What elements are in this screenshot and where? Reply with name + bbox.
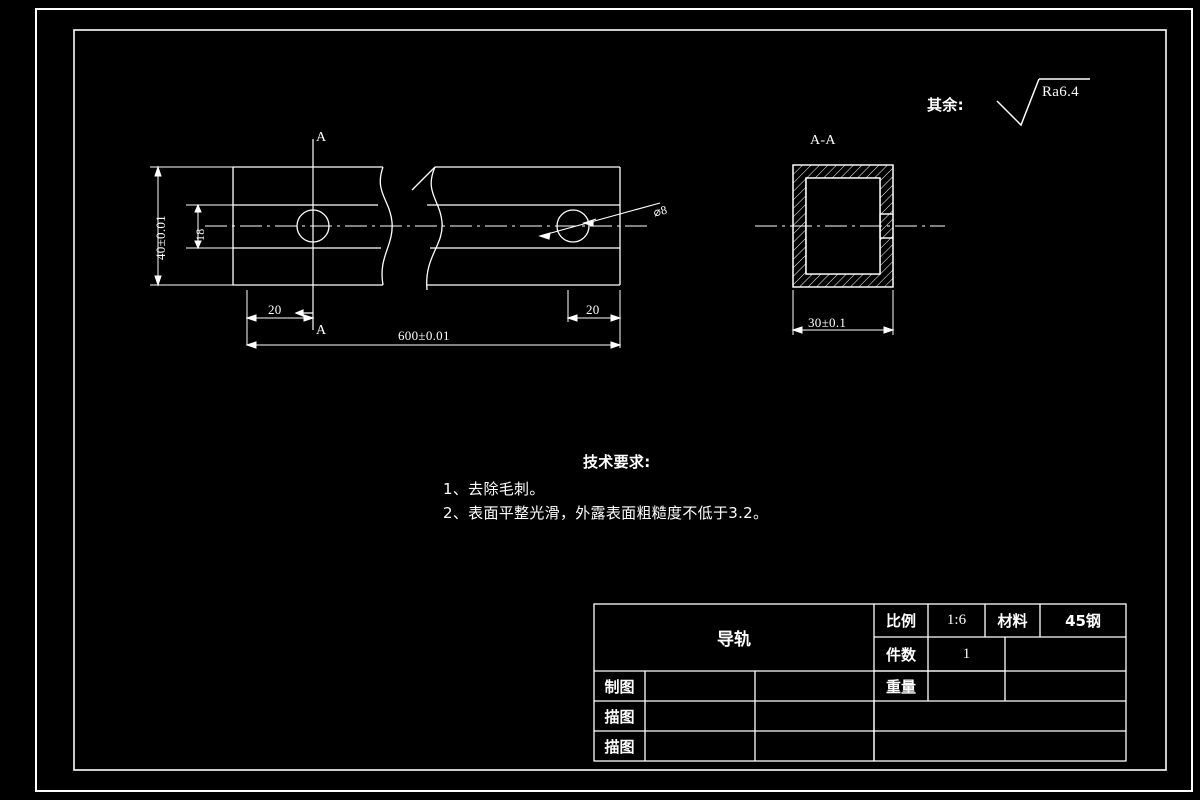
- title-block-scale-value: 1:6: [946, 612, 967, 628]
- dim-section-width-label: 30±0.1: [808, 315, 847, 330]
- dim-right-offset: [566, 290, 622, 322]
- section-hatching: [793, 165, 893, 287]
- main-view-top-chamfer: [411, 166, 436, 191]
- dim-right-offset-label: 20: [586, 302, 600, 317]
- title-block-scale-label: 比例: [885, 612, 916, 630]
- section-arrow-bottom: [294, 309, 313, 317]
- title-block-row-value-1: [645, 701, 755, 731]
- title-block-row-label-0: 制图: [604, 677, 635, 696]
- title-block-row-value-2: [645, 731, 755, 761]
- dim-section-width: [791, 290, 895, 335]
- roughness-prefix-label: 其余:: [927, 96, 964, 114]
- hole-diameter-callout: ⌀8: [651, 202, 669, 220]
- hole-right: [556, 209, 590, 243]
- dim-total-length: [245, 290, 622, 349]
- title-block-part-name: 导轨: [717, 630, 751, 650]
- sheet-border-outer: [35, 8, 1193, 792]
- section-view-label: A-A: [810, 133, 836, 148]
- title-block-weight-value: [928, 671, 1005, 701]
- title-block-row-value2-0: [755, 671, 874, 701]
- section-open-mouth: [806, 178, 880, 274]
- technical-requirement-item-2: 2、表面平整光滑，外露表面粗糙度不低于3.2。: [443, 504, 769, 522]
- dim-inner-height-label: 18: [193, 228, 207, 241]
- title-block-row-value2-2: [755, 731, 874, 761]
- dim-overall-height: [150, 165, 233, 287]
- dim-left-offset: [245, 290, 315, 345]
- dim-left-offset-label: 20: [268, 302, 282, 317]
- title-block-grid: [593, 603, 1127, 762]
- title-block-row-value2-1: [755, 701, 874, 731]
- dim-overall-height-label: 40±0.01: [153, 215, 168, 260]
- title-block-row-label-2: 描图: [604, 737, 635, 756]
- title-block-weight-label: 重量: [885, 677, 916, 696]
- dim-inner-height: [186, 203, 233, 250]
- sheet-border-inner: [73, 29, 1167, 771]
- hole-callout-leader: [538, 202, 661, 240]
- title-block-qty-label: 件数: [885, 645, 916, 664]
- section-letter-top: A: [316, 130, 327, 145]
- roughness-symbol: [996, 78, 1090, 127]
- title-block-qty-value: 1: [962, 645, 971, 662]
- main-view-outline: [232, 166, 621, 286]
- break-line-left: [379, 166, 393, 286]
- title-block-row-value-0: [645, 671, 755, 701]
- technical-requirement-item-1: 1、去除毛刺。: [443, 480, 545, 498]
- break-line-right: [426, 166, 443, 291]
- technical-requirements-heading: 技术要求:: [583, 453, 651, 471]
- section-letter-bottom: A: [316, 323, 327, 338]
- title-block-material-value: 45钢: [1065, 612, 1101, 630]
- title-block-material-label: 材料: [997, 612, 1028, 630]
- roughness-value-label: Ra6.4: [1042, 84, 1079, 100]
- title-block-row-label-1: 描图: [604, 707, 635, 726]
- dim-total-length-label: 600±0.01: [398, 328, 450, 343]
